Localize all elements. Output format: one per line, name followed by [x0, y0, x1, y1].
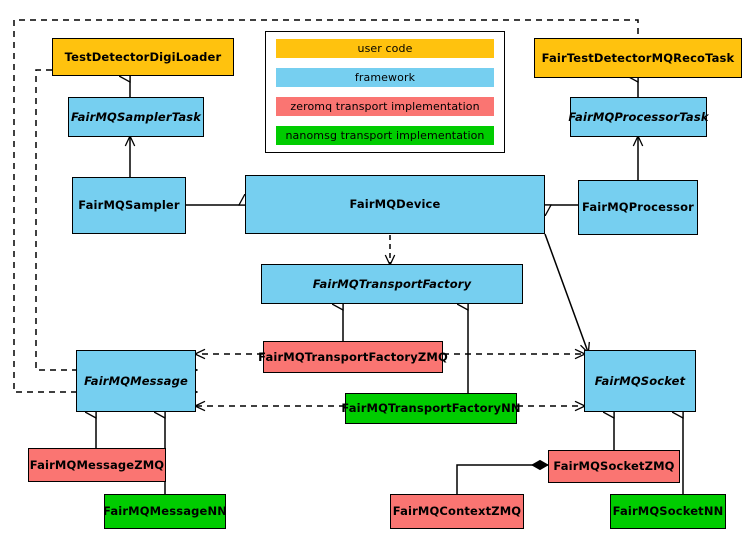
class-box-fairmqdevice[interactable]: FairMQDevice: [245, 175, 545, 234]
class-box-fairmqtransportfactorynn[interactable]: FairMQTransportFactoryNN: [341, 393, 521, 424]
class-box-fairmqcontextzmq[interactable]: FairMQContextZMQ: [390, 494, 524, 529]
legend-label: framework: [354, 71, 416, 84]
class-box-fairmqprocessortask[interactable]: FairMQProcessorTask: [568, 97, 709, 137]
class-box-fairmqmessage[interactable]: FairMQMessage: [76, 350, 196, 412]
class-box-fairmqsocketzmq[interactable]: FairMQSocketZMQ: [548, 450, 680, 483]
legend-item-nanomsg: nanomsg transport implementation: [276, 126, 494, 145]
class-label: FairMQProcessorTask: [568, 109, 709, 124]
class-label: FairTestDetectorMQRecoTask: [541, 50, 735, 65]
class-label: FairMQSamplerTask: [70, 109, 202, 124]
class-label: FairMQSocketZMQ: [553, 459, 675, 474]
legend-label: user code: [357, 42, 413, 55]
class-label: FairMQDevice: [349, 197, 441, 212]
class-label: FairMQTransportFactoryNN: [341, 401, 521, 416]
class-label: FairMQProcessor: [582, 200, 694, 215]
class-box-fairmqsampler[interactable]: FairMQSampler: [72, 177, 186, 234]
class-label: FairMQSampler: [78, 198, 180, 213]
class-box-fairmqtransportfactory[interactable]: FairMQTransportFactory: [261, 264, 523, 304]
class-label: FairMQSocketNN: [612, 504, 724, 519]
class-label: FairMQTransportFactoryZMQ: [258, 349, 448, 364]
class-label: FairMQMessageNN: [103, 504, 227, 519]
legend-item-zeromq: zeromq transport implementation: [276, 97, 494, 116]
legend-item-framework: framework: [276, 68, 494, 87]
class-label: FairMQSocket: [594, 373, 686, 388]
class-label: TestDetectorDigiLoader: [64, 49, 222, 64]
class-box-fairtestdetectormqrecotask[interactable]: FairTestDetectorMQRecoTask: [534, 38, 742, 78]
class-box-fairmqsocket[interactable]: FairMQSocket: [584, 350, 696, 412]
class-box-fairmqsamplertask[interactable]: FairMQSamplerTask: [68, 97, 204, 137]
class-label: FairMQMessage: [84, 373, 188, 388]
class-box-fairmqmessagenn[interactable]: FairMQMessageNN: [103, 494, 227, 529]
class-box-fairmqmessagezmq[interactable]: FairMQMessageZMQ: [28, 448, 166, 482]
legend-label: nanomsg transport implementation: [285, 129, 485, 142]
legend-item-user-code: user code: [276, 39, 494, 58]
class-label: FairMQContextZMQ: [392, 504, 522, 519]
class-box-fairmqsocketnn[interactable]: FairMQSocketNN: [610, 494, 726, 529]
class-label: FairMQMessageZMQ: [29, 457, 165, 472]
class-label: FairMQTransportFactory: [312, 276, 472, 291]
class-box-fairmqprocessor[interactable]: FairMQProcessor: [578, 180, 698, 235]
legend: user code framework zeromq transport imp…: [265, 31, 505, 153]
legend-label: zeromq transport implementation: [290, 100, 480, 113]
class-box-fairmqtransportfactoryzmq[interactable]: FairMQTransportFactoryZMQ: [258, 341, 448, 373]
class-box-testdetectordigiloader[interactable]: TestDetectorDigiLoader: [52, 38, 234, 76]
